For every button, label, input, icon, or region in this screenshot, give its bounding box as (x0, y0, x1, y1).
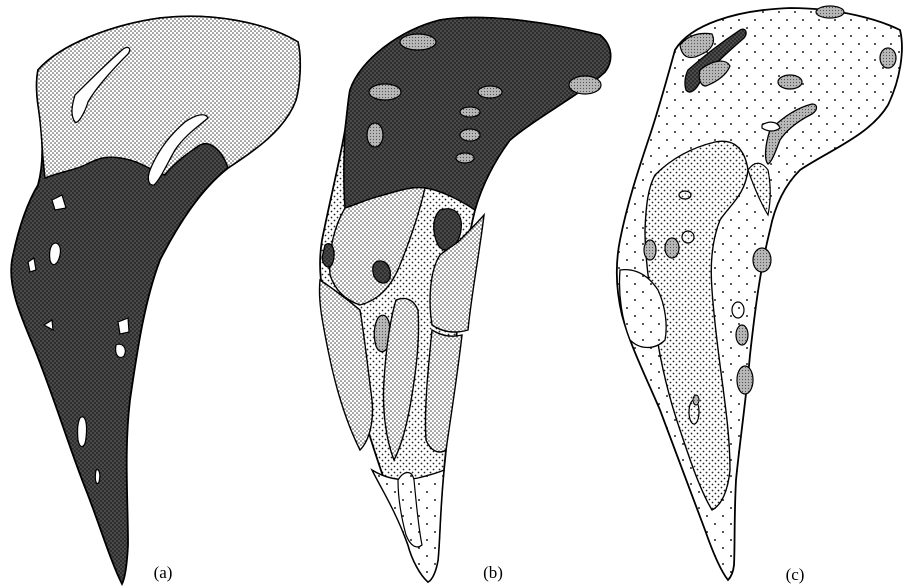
panel-b-blob-1 (400, 34, 436, 50)
panel-a-inclusion-6 (116, 344, 126, 357)
panel-b-blob-5 (460, 129, 480, 141)
panel-c-inclusion-6 (737, 366, 753, 394)
panel-c-inclusion-3 (665, 238, 679, 258)
panel-b-label: (b) (483, 563, 503, 582)
panel-b-blob-7 (569, 76, 601, 94)
panel-c-grey-patch-3 (816, 6, 844, 18)
panel-a (11, 16, 300, 584)
panel-b-blob-4 (460, 107, 480, 117)
panel-a-inclusion-7 (78, 417, 87, 447)
panel-b-region-lower-right (425, 330, 462, 452)
panel-b (319, 18, 610, 582)
panel-c-grey-patch-5 (778, 75, 802, 89)
panel-b-blob-2 (369, 84, 401, 100)
panel-c-grey-patch-6 (753, 248, 771, 272)
panel-c-grey-patch-4 (880, 48, 896, 68)
panel-c (617, 6, 902, 580)
panel-b-blob-3 (478, 86, 502, 98)
panel-a-label: (a) (154, 563, 173, 582)
panel-b-blob-8 (367, 123, 383, 147)
panel-c-inclusion-8 (693, 395, 699, 405)
panel-c-label: (c) (786, 565, 805, 584)
panel-b-blob-6 (456, 153, 474, 163)
panel-c-vein-thin (762, 122, 780, 131)
panel-c-inclusion-5 (736, 325, 748, 345)
panel-a-inclusion-8 (95, 470, 99, 484)
panel-c-grey-patch-7 (644, 240, 656, 260)
